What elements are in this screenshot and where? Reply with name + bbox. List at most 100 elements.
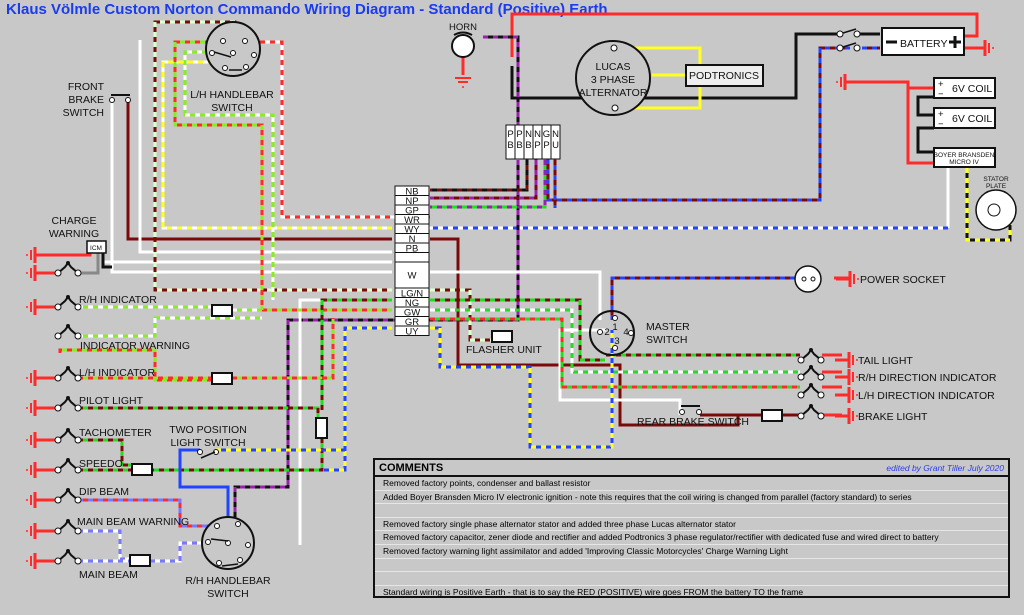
lamp-icon [54,519,82,535]
pin-label: N [534,129,541,140]
lh-indicator-resistor [211,372,233,385]
wire-w-master [430,270,602,320]
wire-gw-lh [183,50,275,300]
earth-icon [26,462,49,478]
pin-label: P [543,140,549,151]
wire-alt-3 [614,78,702,110]
wire-ign-positive [906,82,934,165]
terminal-3: 3 [614,336,619,347]
left-lamp [54,324,82,340]
comment-row: Removed factory single phase alternator … [375,518,1008,532]
comment-row: Added Boyer Bransden Micro IV electronic… [375,491,1008,505]
flasher-label: FLASHER UNIT [466,344,542,356]
pin-label: W [408,271,417,282]
wire-rear-brake-white [558,328,682,415]
right-lamp: TAIL LIGHT [797,348,913,367]
editor-credit: edited by Grant Tiller July 2020 [886,462,1004,473]
terminal-4: 4 [623,327,628,338]
earth-icon [836,271,859,287]
terminal-1: 1 [612,322,617,333]
left-lamp [54,428,82,444]
wire-power-socket [610,276,800,320]
coil-minus: − [938,119,944,130]
earth-icon [835,387,858,403]
flasher-unit: FLASHER UNIT [466,330,542,356]
coil-label: 6V COIL [952,113,992,125]
wire-main-2 [150,541,205,563]
coil-label: 6V COIL [952,83,992,95]
two-position-label: LIGHT SWITCH [170,437,245,449]
power-socket: POWER SOCKET [794,265,946,293]
pin-label: UY [405,326,419,337]
ignition-label: MICRO IV [949,159,979,166]
wire-uy [430,326,614,449]
wire-lh-ind-2 [232,318,335,380]
battery-label: BATTERY [900,38,947,50]
master-switch-label: SWITCH [646,334,687,346]
wire-icm-grey [78,250,100,275]
brake-resistor [761,409,783,422]
right-lamp-label: L/H DIRECTION INDICATOR [858,390,995,402]
wires-layer [35,12,1012,563]
wire-front-brake-white [110,102,392,274]
wire-ind-warning-2 [58,348,212,382]
lamp-icon [54,428,82,444]
pin-label: B [516,140,522,151]
coil-plus: + [938,109,944,120]
left-lamp [54,488,82,504]
connector-pin [394,325,430,336]
wire-gw-rh [430,308,800,374]
pin-label: N [409,234,416,245]
left-lamp-label: R/H INDICATOR [79,294,157,306]
earth-icon [835,408,858,424]
wire-white-lh [138,40,392,254]
horn-label: HORN [449,22,477,33]
coil-minus: − [938,89,944,100]
main-beam-resistor [129,554,151,567]
comments-panel: COMMENTS edited by Grant Tiller July 202… [373,458,1010,598]
podtronics: PODTRONICS [685,64,764,87]
left-lamp-label: SPEEDO [79,458,123,470]
earth-icon [26,523,49,539]
left-lamp-label: TACHOMETER [79,427,152,439]
rh-switch-label: SWITCH [207,588,248,600]
wire-nb [430,145,529,192]
earth-icon [26,492,49,508]
right-lamp: BRAKE LIGHT [797,404,928,423]
alternator-label: LUCAS [595,61,630,73]
rh-indicator-resistor [211,304,233,317]
left-lamp [54,396,82,412]
pin-label: GP [405,205,419,216]
podtronics-label: PODTRONICS [689,70,759,82]
earth-icon [26,432,49,448]
earth-icon [26,370,49,386]
rear-brake-switch: REAR BRAKE SWITCH [637,405,749,428]
rear-brake-label: REAR BRAKE SWITCH [637,416,749,428]
lamp-icon [54,261,82,277]
wire-horn [483,35,520,125]
left-lamp [54,295,82,311]
comment-row: Removed factory capacitor, zener diode a… [375,531,1008,545]
right-lamp-label: TAIL LIGHT [858,355,913,367]
wire-ng [320,298,392,410]
right-lamp-label: BRAKE LIGHT [858,411,928,423]
left-lamp-label: L/H INDICATOR [79,367,155,379]
battery: BATTERY [881,27,965,56]
right-lamp: R/H DIRECTION INDICATOR [797,365,997,384]
earth-icon [26,265,49,281]
ignition-label: BOYER BRANSDEN [934,152,995,159]
wire-lgn-flasher [430,288,492,342]
comment-row: Removed factory warning light assimilato… [375,545,1008,559]
horn-icon [451,34,475,58]
wire-n [430,237,738,427]
earth-icon [835,369,858,385]
pin-label: GW [404,307,420,318]
